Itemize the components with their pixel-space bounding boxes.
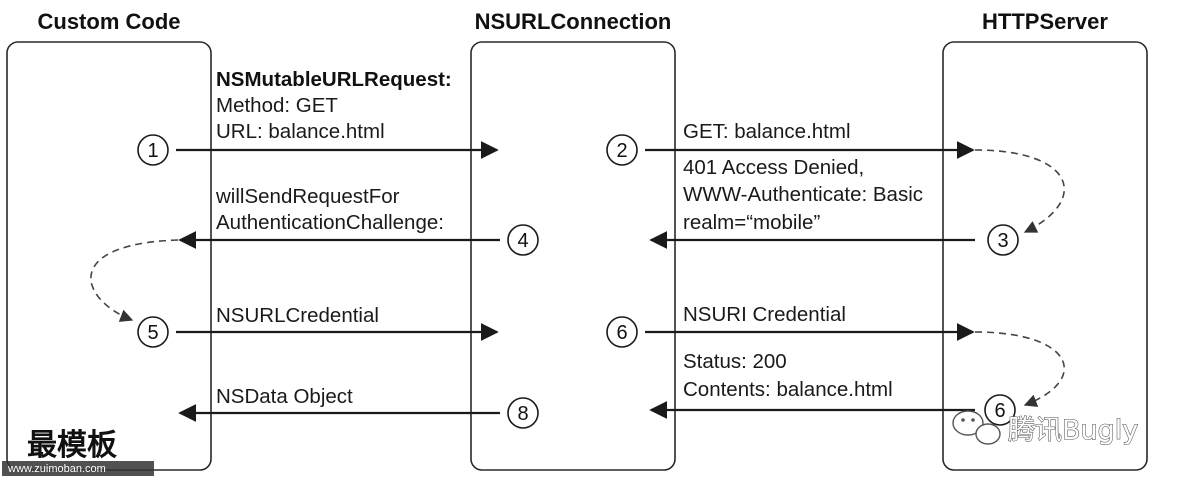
- step-6-response-label-line-1: Status: 200: [683, 350, 787, 373]
- server-processing-loop-2: [974, 331, 1066, 407]
- column-title-custom-code: Custom Code: [38, 9, 181, 34]
- step-3-label-line-2: WWW-Authenticate: Basic: [683, 183, 923, 206]
- watermark-cn-text: 最模板: [27, 428, 117, 463]
- step-3-circle: [987, 224, 1019, 256]
- lifeline-nsurlconnection: [470, 41, 676, 471]
- step-2: GET: balance.html 2: [606, 120, 975, 166]
- watermark-bugly: 腾讯Bugly: [952, 410, 1139, 447]
- step-2-number: 2: [616, 140, 627, 162]
- step-8: NSData Object 8: [178, 385, 539, 429]
- step-6-request-number: 6: [616, 322, 627, 344]
- step-1-number: 1: [147, 140, 158, 162]
- step-5-circle: [137, 316, 169, 348]
- step-8-label-line-1: NSData Object: [216, 385, 353, 408]
- step-6-response-label-line-2: Contents: balance.html: [683, 378, 893, 401]
- watermark-bugly-text: 腾讯Bugly: [1008, 415, 1138, 446]
- step-6-response: Status: 200 Contents: balance.html 6: [649, 350, 1016, 426]
- step-8-circle: [507, 397, 539, 429]
- step-2-circle: [606, 134, 638, 166]
- step-1-label-line-1: NSMutableURLRequest:: [216, 68, 452, 91]
- step-1-circle: [137, 134, 169, 166]
- step-5-number: 5: [147, 322, 158, 344]
- server-processing-loop-1: [974, 149, 1066, 233]
- step-6-response-circle: [984, 394, 1016, 426]
- step-3: 401 Access Denied, WWW-Authenticate: Bas…: [649, 156, 1019, 256]
- step-4-label-line-1: willSendRequestFor: [215, 185, 400, 208]
- column-title-nsurlconnection: NSURLConnection: [475, 9, 672, 34]
- step-4: willSendRequestFor AuthenticationChallen…: [178, 185, 539, 256]
- custom-code-processing-loop: [90, 239, 179, 322]
- watermark-url-band: [2, 461, 154, 476]
- step-6-request-circle: [606, 316, 638, 348]
- step-3-label-line-3: realm=“mobile”: [683, 211, 820, 234]
- step-6-request-label-line-1: NSURI Credential: [683, 303, 846, 326]
- step-2-label-line-1: GET: balance.html: [683, 120, 851, 143]
- step-8-number: 8: [517, 403, 528, 425]
- lifeline-custom-code: [6, 41, 212, 471]
- watermark-url-text: www.zuimoban.com: [7, 463, 106, 475]
- step-6-request: NSURI Credential 6: [606, 303, 975, 348]
- step-5: NSURLCredential 5: [137, 304, 499, 348]
- wechat-icon: [952, 410, 1001, 445]
- column-title-httpserver: HTTPServer: [982, 9, 1108, 34]
- step-3-label-line-1: 401 Access Denied,: [683, 156, 864, 179]
- step-3-number: 3: [997, 230, 1008, 252]
- step-5-label-line-1: NSURLCredential: [216, 304, 379, 327]
- step-1-label-line-2: Method: GET: [216, 94, 338, 117]
- lifeline-httpserver: [942, 41, 1148, 471]
- step-4-number: 4: [517, 230, 528, 252]
- watermark-zuimoban: 最模板 www.zuimoban.com: [2, 428, 154, 476]
- step-1-label-line-3: URL: balance.html: [216, 120, 385, 143]
- step-6-response-number: 6: [994, 400, 1005, 422]
- step-1: NSMutableURLRequest: Method: GET URL: ba…: [137, 68, 499, 166]
- step-4-label-line-2: AuthenticationChallenge:: [216, 211, 444, 234]
- step-4-circle: [507, 224, 539, 256]
